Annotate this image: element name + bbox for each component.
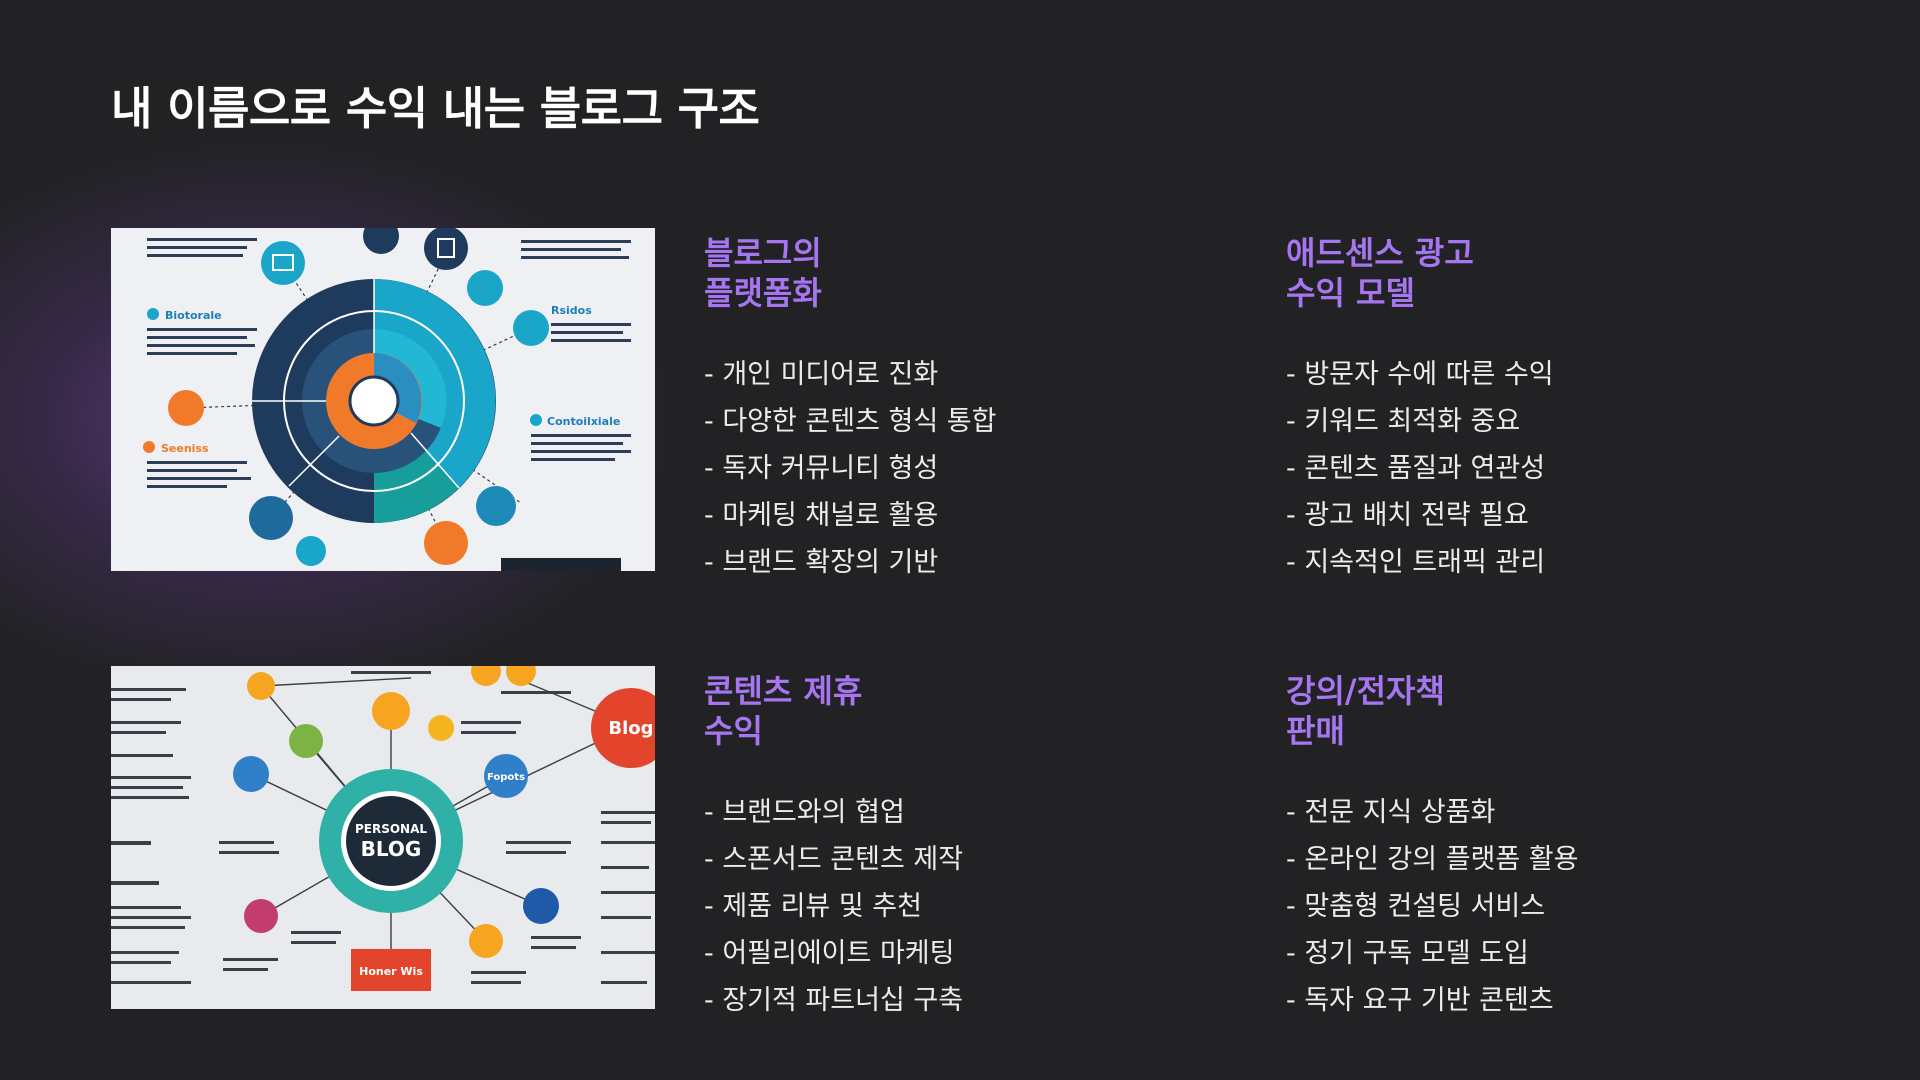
section-courses-ebooks: 강의/전자책 판매 - 전문 지식 상품화 - 온라인 강의 플랫폼 활용 - … — [1286, 671, 1706, 1024]
list-item: - 지속적인 트래픽 관리 — [1286, 547, 1546, 578]
section-heading: 애드센스 광고 수익 모델 — [1286, 234, 1474, 312]
list-item: - 스폰서드 콘텐츠 제작 — [704, 844, 964, 875]
list-item: - 키워드 최적화 중요 — [1286, 406, 1521, 437]
list-item: - 제품 리뷰 및 추천 — [704, 891, 922, 922]
blog-node-label: Blog — [608, 718, 653, 739]
list-item: - 독자 커뮤니티 형성 — [704, 453, 939, 484]
list-item: - 광고 배치 전략 필요 — [1286, 500, 1529, 531]
label-biotorale: Biotorale — [165, 309, 222, 322]
list-item: - 정기 구독 모델 도입 — [1286, 938, 1529, 969]
list-item: - 어필리에이트 마케팅 — [704, 938, 955, 969]
bullet-list: - 방문자 수에 따른 수익 - 키워드 최적화 중요 - 콘텐츠 품질과 연관… — [1286, 351, 1706, 586]
bullet-list: - 전문 지식 상품화 - 온라인 강의 플랫폼 활용 - 맞춤형 컨설팅 서비… — [1286, 789, 1706, 1024]
fopots-node-label: Fopots — [487, 772, 525, 783]
section-heading: 강의/전자책 판매 — [1286, 672, 1445, 750]
list-item: - 다양한 콘텐츠 형식 통합 — [704, 406, 997, 437]
list-item: - 장기적 파트너십 구축 — [704, 985, 964, 1016]
list-item: - 개인 미디어로 진화 — [704, 359, 939, 390]
list-item: - 브랜드와의 협업 — [704, 797, 905, 828]
blog-center-line1: PERSONAL — [355, 822, 427, 836]
section-adsense: 애드센스 광고 수익 모델 - 방문자 수에 따른 수익 - 키워드 최적화 중… — [1286, 233, 1706, 586]
list-item: - 온라인 강의 플랫폼 활용 — [1286, 844, 1579, 875]
blog-center-line2: BLOG — [361, 837, 422, 861]
list-item: - 마케팅 채널로 활용 — [704, 500, 939, 531]
platform-infographic-image: Biotorale Seeniss Contoilxiale Rsidos — [111, 228, 655, 571]
personal-blog-diagram: PERSONAL BLOG Fopots Blog Honer Wis — [111, 666, 655, 1009]
section-content-partnership: 콘텐츠 제휴 수익 - 브랜드와의 협업 - 스폰서드 콘텐츠 제작 - 제품 … — [704, 671, 1124, 1024]
section-heading: 콘텐츠 제휴 수익 — [704, 672, 863, 750]
section-heading: 블로그의 플랫폼화 — [704, 234, 822, 312]
list-item: - 전문 지식 상품화 — [1286, 797, 1496, 828]
slide-title: 내 이름으로 수익 내는 블로그 구조 — [111, 82, 760, 135]
bullet-list: - 개인 미디어로 진화 - 다양한 콘텐츠 형식 통합 - 독자 커뮤니티 형… — [704, 351, 1124, 586]
honer-box-label: Honer Wis — [359, 965, 423, 978]
section-blog-platform: 블로그의 플랫폼화 - 개인 미디어로 진화 - 다양한 콘텐츠 형식 통합 -… — [704, 233, 1124, 586]
label-seeniss: Seeniss — [161, 442, 209, 455]
label-contoilxiale: Contoilxiale — [547, 415, 620, 428]
list-item: - 콘텐츠 품질과 연관성 — [1286, 453, 1546, 484]
list-item: - 독자 요구 기반 콘텐츠 — [1286, 985, 1554, 1016]
label-rsidos: Rsidos — [551, 304, 592, 317]
list-item: - 맞춤형 컨설팅 서비스 — [1286, 891, 1546, 922]
platform-infographic: Biotorale Seeniss Contoilxiale Rsidos — [111, 228, 655, 571]
list-item: - 브랜드 확장의 기반 — [704, 547, 939, 578]
bullet-list: - 브랜드와의 협업 - 스폰서드 콘텐츠 제작 - 제품 리뷰 및 추천 - … — [704, 789, 1124, 1024]
personal-blog-diagram-image: PERSONAL BLOG Fopots Blog Honer Wis — [111, 666, 655, 1009]
list-item: - 방문자 수에 따른 수익 — [1286, 359, 1554, 390]
